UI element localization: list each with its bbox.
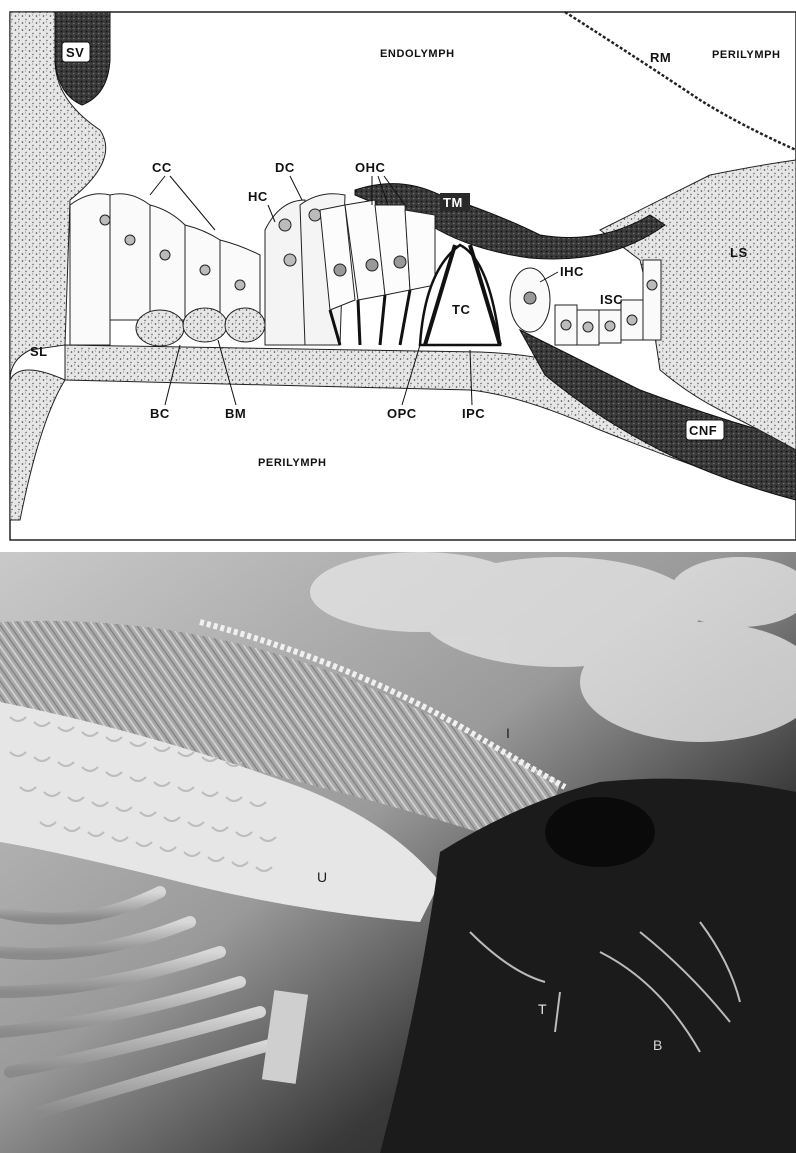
bc-label: BC	[150, 406, 170, 421]
sl-label: SL	[30, 344, 48, 359]
hc-label: HC	[248, 189, 268, 204]
inner-hair-cell-group	[510, 268, 550, 332]
sv-label: SV	[66, 45, 84, 60]
cavity-hole	[545, 797, 655, 867]
perilymph-top-label: PERILYMPH	[712, 49, 781, 61]
diagram-canvas: SV ENDOLYMPH RM PERILYMPH CC DC HC OHC T…	[0, 0, 796, 545]
opc-label: OPC	[387, 406, 417, 421]
isc-label: ISC	[600, 292, 623, 307]
endolymph-label: ENDOLYMPH	[380, 48, 455, 60]
ohc-label: OHC	[355, 160, 386, 175]
micrograph-label-i: I	[506, 725, 510, 741]
ls-label: LS	[730, 245, 748, 260]
sem-micrograph: I U T B	[0, 552, 796, 1153]
micrograph-label-u: U	[317, 869, 327, 885]
bm-label: BM	[225, 406, 246, 421]
cc-label: CC	[152, 160, 172, 175]
ipc-label: IPC	[462, 406, 485, 421]
tc-label: TC	[452, 302, 470, 317]
micrograph-label-t: T	[538, 1001, 547, 1017]
cnf-label: CNF	[689, 423, 717, 438]
rm-label: RM	[650, 50, 671, 65]
organ-of-corti-diagram: SV ENDOLYMPH RM PERILYMPH CC DC HC OHC T…	[0, 0, 796, 545]
micrograph-canvas: I U T B	[0, 552, 796, 1153]
boettcher-cells	[136, 308, 265, 346]
tm-label: TM	[443, 195, 463, 210]
micrograph-label-b: B	[653, 1037, 662, 1053]
dc-label: DC	[275, 160, 295, 175]
perilymph-bottom-label: PERILYMPH	[258, 457, 327, 469]
ihc-label: IHC	[560, 264, 584, 279]
